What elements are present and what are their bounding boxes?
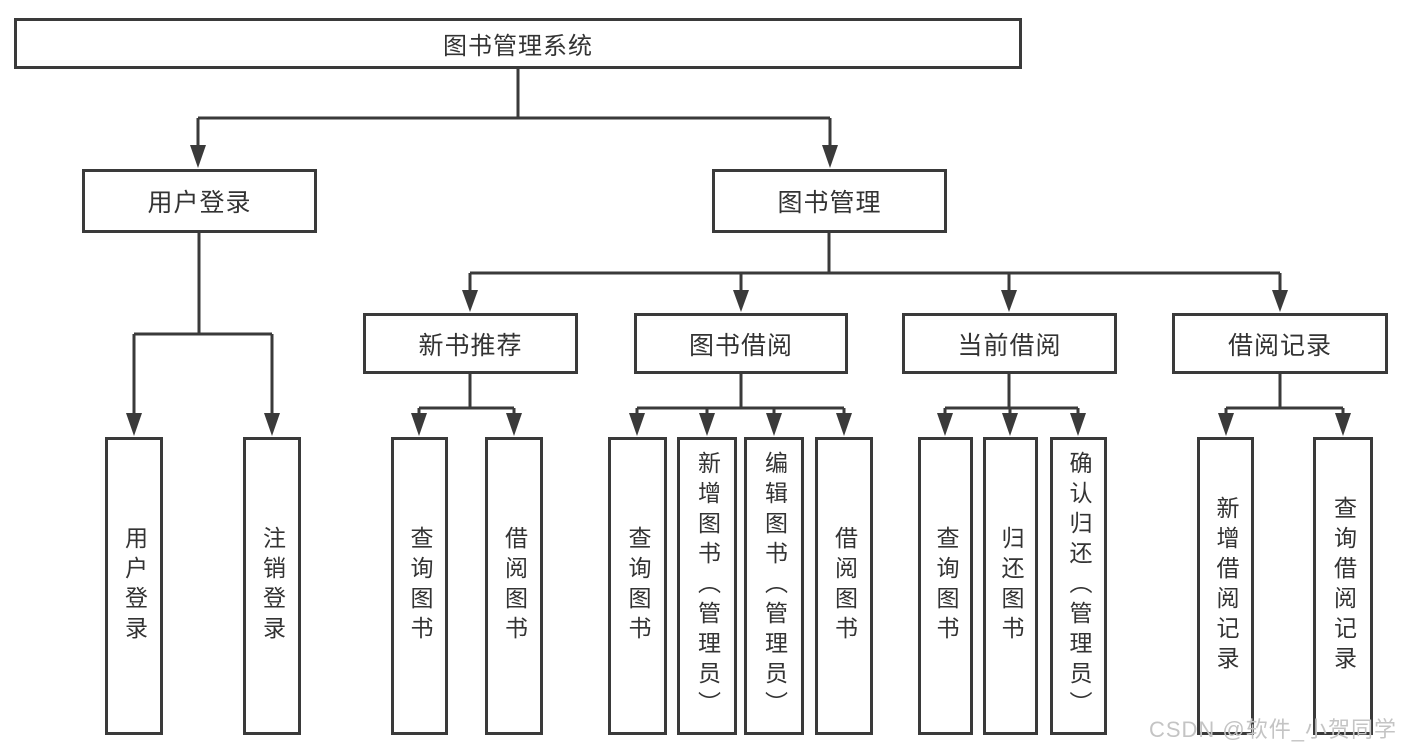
node-book-management: 图书管理	[712, 169, 947, 233]
node-user-login: 用户登录	[82, 169, 317, 233]
leaf-label: 查询图书	[933, 526, 959, 646]
node-leaf-edit-book-admin: 编辑图书（管理员）	[744, 437, 804, 735]
node-new-book-recommend: 新书推荐	[363, 313, 578, 374]
node-leaf-add-borrow-record: 新增借阅记录	[1197, 437, 1254, 735]
node-leaf-return-book: 归还图书	[983, 437, 1038, 735]
connector-borrowing-records-to-leaves	[1218, 374, 1351, 436]
connector-new-book-recommend-to-leaves	[411, 374, 522, 436]
leaf-label: 归还图书	[998, 526, 1024, 646]
node-leaf-borrow-book-recommend: 借阅图书	[485, 437, 543, 735]
connector-book-borrowing-to-leaves	[629, 374, 852, 436]
leaf-label: 新增借阅记录	[1213, 496, 1239, 676]
csdn-watermark: CSDN @软件_小贺同学	[1148, 717, 1397, 742]
leaf-label: 借阅图书	[831, 526, 858, 646]
connector-book-management-to-level3	[462, 233, 1288, 312]
connector-user-login-to-leaves	[126, 233, 280, 436]
leaf-label: 查询图书	[407, 526, 433, 646]
node-leaf-confirm-return-admin: 确认归还（管理员）	[1050, 437, 1107, 735]
leaf-label: 编辑图书（管理员）	[761, 451, 788, 721]
leaf-label: 注销登录	[259, 526, 286, 646]
leaf-label: 确认归还（管理员）	[1066, 451, 1092, 721]
node-borrowing-records: 借阅记录	[1172, 313, 1388, 374]
leaf-label: 新增图书（管理员）	[694, 451, 721, 721]
node-leaf-query-book-borrowing: 查询图书	[608, 437, 667, 735]
node-book-borrowing: 图书借阅	[634, 313, 848, 374]
node-leaf-borrow-book-borrowing: 借阅图书	[815, 437, 873, 735]
node-leaf-add-book-admin: 新增图书（管理员）	[677, 437, 737, 735]
leaf-label: 用户登录	[121, 526, 148, 646]
node-leaf-query-book-recommend: 查询图书	[391, 437, 448, 735]
leaf-label: 查询借阅记录	[1330, 496, 1357, 676]
leaf-label: 借阅图书	[501, 526, 528, 646]
node-current-borrowing: 当前借阅	[902, 313, 1117, 374]
node-leaf-user-login: 用户登录	[105, 437, 163, 735]
node-leaf-logout: 注销登录	[243, 437, 301, 735]
node-leaf-query-book-current: 查询图书	[918, 437, 973, 735]
node-leaf-query-borrow-record: 查询借阅记录	[1313, 437, 1373, 735]
leaf-label: 查询图书	[625, 526, 651, 646]
connector-current-borrowing-to-leaves	[937, 374, 1086, 436]
node-library-management-system: 图书管理系统	[14, 18, 1022, 69]
connector-root-to-level2	[190, 69, 838, 168]
